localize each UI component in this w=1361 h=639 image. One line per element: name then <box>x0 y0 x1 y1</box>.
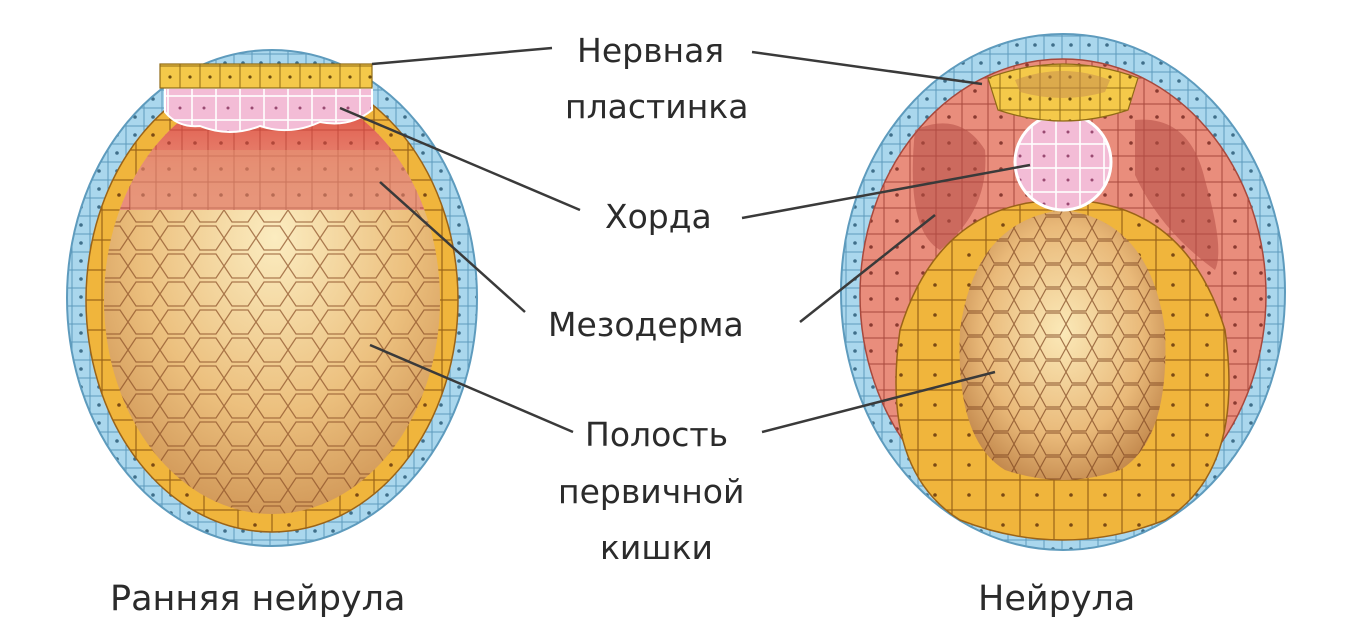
label-neural-plate-line1: Нервная <box>577 31 724 70</box>
labels: Нервная пластинка Хорда Мезодерма Полост… <box>548 31 748 567</box>
caption-neurula: Нейрула <box>978 579 1135 619</box>
pointer-neural-plate-right <box>752 52 982 84</box>
neural-plate <box>160 64 372 88</box>
notochord <box>1015 114 1111 210</box>
early-neurula-embryo <box>67 50 477 546</box>
pointer-neural-plate-left <box>372 48 552 64</box>
label-gut-cavity-line1: Полость <box>585 415 728 454</box>
label-mesoderm: Мезодерма <box>548 305 744 344</box>
neurula-embryo <box>841 34 1285 550</box>
caption-early-neurula: Ранняя нейрула <box>110 579 405 619</box>
label-neural-plate-line2: пластинка <box>565 87 748 126</box>
label-gut-cavity-line2: первичной <box>558 472 744 511</box>
label-gut-cavity-line3: кишки <box>600 528 713 567</box>
label-notochord: Хорда <box>605 197 712 236</box>
